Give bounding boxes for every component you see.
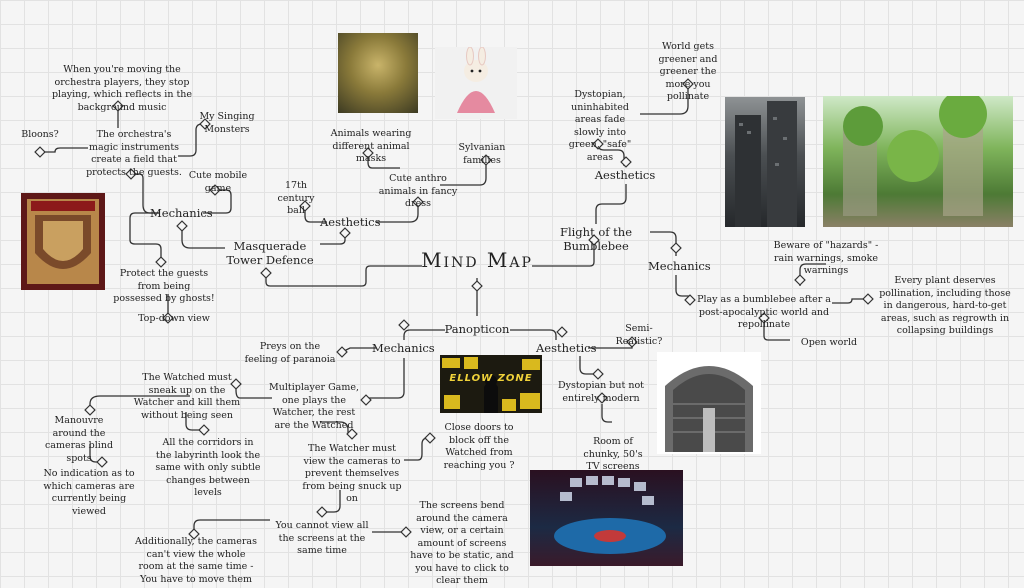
rabbit-figure-icon (457, 47, 495, 113)
open-world-node: Open world (800, 337, 858, 348)
watcher-view-node: The Watcher must view the cameras to pre… (302, 443, 402, 504)
every-plant-node: Every plant deserves pollination, includ… (879, 275, 1011, 336)
hazards-node: Beware of "hazards" - rain warnings, smo… (773, 240, 879, 276)
animal-masks-node: Animals wearing different animal masks (330, 128, 412, 164)
dark-city-image (725, 97, 805, 227)
top-down-view-node: Top-down view (138, 313, 210, 324)
bloons-node: Bloons? (21, 129, 59, 140)
cannot-view-all-node: You cannot view all the screens at the s… (275, 520, 369, 556)
goblin-mask-image (338, 33, 418, 113)
semi-realistic-node: Semi-Realistic? (615, 323, 663, 347)
tv-screens-room-image (530, 470, 683, 566)
panopticon-mechanics-node: Mechanics (372, 341, 435, 355)
protect-guests-node: Protect the guests from being possessed … (113, 268, 215, 304)
sylvanian-families-node: Sylvanian families (458, 142, 506, 166)
cute-mobile-node: Cute mobile game (188, 170, 248, 194)
orchestra-stop-node: When you're moving the orchestra players… (51, 64, 193, 113)
dystopian-not-modern-node: Dystopian but not entirely modern (557, 380, 644, 404)
greener-world-node: World gets greener and greener the more … (658, 41, 718, 102)
singing-monsters-node: My Singing Monsters (199, 111, 255, 135)
yellow-zone-poster-icon (442, 357, 540, 413)
masquerade-tower-defence-node: Masquerade Tower Defence (226, 239, 314, 267)
tv-room-node: Room of chunky, 50's TV screens (583, 436, 643, 472)
yellow-zone-image: ELLOW ZONE (440, 355, 542, 413)
bumblebee-mechanics-node: Mechanics (648, 259, 711, 273)
screens-bend-node: The screens bend around the camera view,… (410, 500, 514, 586)
green-ruins-icon (843, 96, 987, 216)
masquerade-mechanics-node: Mechanics (150, 206, 213, 220)
play-as-bumblebee-node: Play as a bumblebee after a post-apocaly… (697, 294, 831, 330)
yellow-zone-text: ELLOW ZONE (449, 373, 533, 384)
panopticon-prison-image (657, 352, 761, 454)
ball-node: 17th century ball (277, 180, 315, 216)
close-doors-node: Close doors to block off the Watched fro… (443, 422, 515, 471)
mind-map-title: Mind Map (421, 248, 533, 272)
sylvanian-rabbit-image (435, 47, 517, 119)
corridors-node: All the corridors in the labyrinth look … (155, 437, 261, 498)
panopticon-node: Panopticon (444, 322, 510, 336)
flight-of-bumblebee-node: Flight of the Bumblebee (559, 225, 633, 253)
overgrown-city-image (823, 96, 1013, 227)
orchestra-field-node: The orchestra's magic instruments create… (86, 129, 182, 178)
panopticon-tower-icon (665, 366, 753, 452)
additionally-node: Additionally, the cameras can't view the… (135, 536, 257, 585)
watched-sneak-node: The Watched must sneak up on the Watcher… (133, 372, 241, 421)
theatre-plan-icon (27, 199, 99, 284)
control-room-icon (554, 476, 666, 554)
masquerade-aesthetics-node: Aesthetics (320, 215, 381, 229)
dystopian-green-node: Dystopian, uninhabited areas fade slowly… (568, 89, 632, 163)
bumblebee-aesthetics-node: Aesthetics (594, 168, 656, 182)
theatre-floorplan-image (21, 193, 105, 290)
skyscraper-icon (735, 101, 797, 227)
no-indication-node: No indication as to which cameras are cu… (43, 468, 135, 517)
multiplayer-node: Multiplayer Game, one plays the Watcher,… (269, 382, 359, 431)
panopticon-aesthetics-node: Aesthetics (536, 341, 597, 355)
paranoia-node: Preys on the feeling of paranoia (244, 341, 336, 365)
manouvre-node: Manouvre around the cameras blind spots (44, 415, 114, 464)
anthro-animals-node: Cute anthro animals in fancy dress (378, 173, 458, 209)
